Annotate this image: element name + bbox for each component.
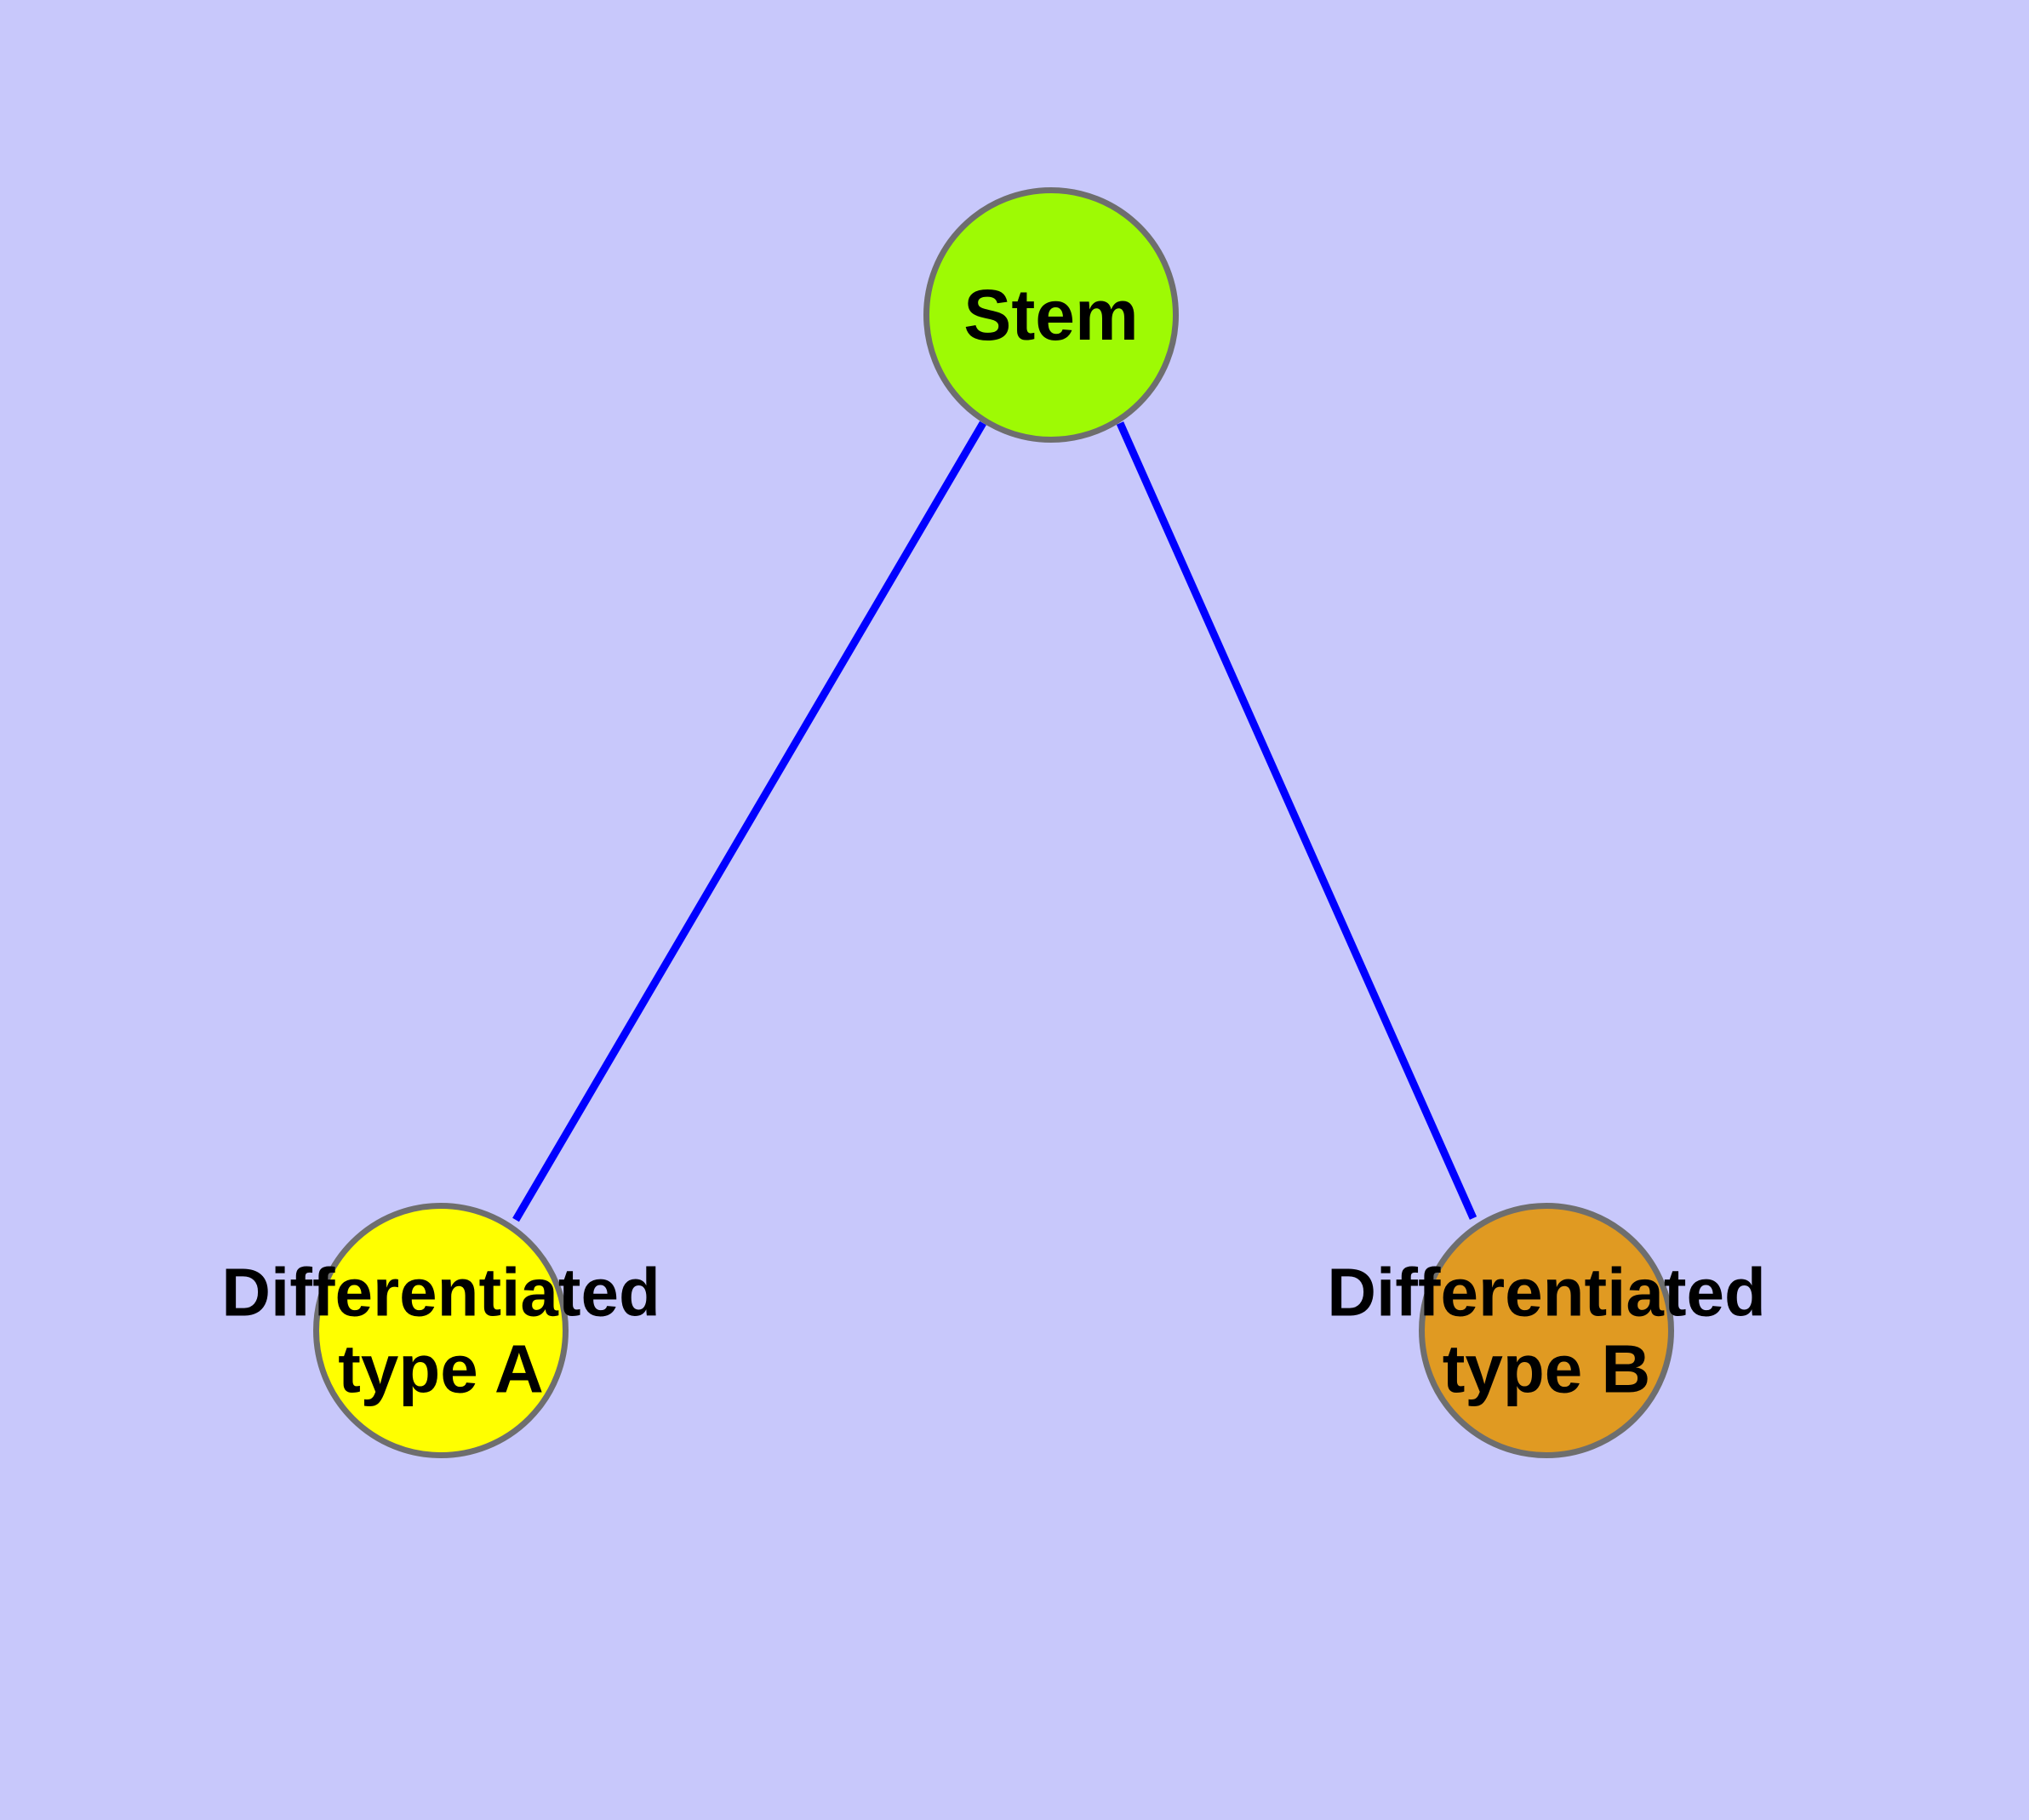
edge-stem-to-diff-a[interactable] bbox=[512, 421, 986, 1222]
node-differentiated-type-b[interactable]: Differentiated type B bbox=[1327, 1203, 1766, 1458]
node-differentiated-type-a[interactable]: Differentiated type A bbox=[221, 1203, 660, 1458]
node-stem-label: Stem bbox=[963, 274, 1139, 355]
node-stem[interactable]: Stem bbox=[923, 187, 1179, 443]
edge-stem-to-diff-b[interactable] bbox=[1116, 421, 1477, 1220]
